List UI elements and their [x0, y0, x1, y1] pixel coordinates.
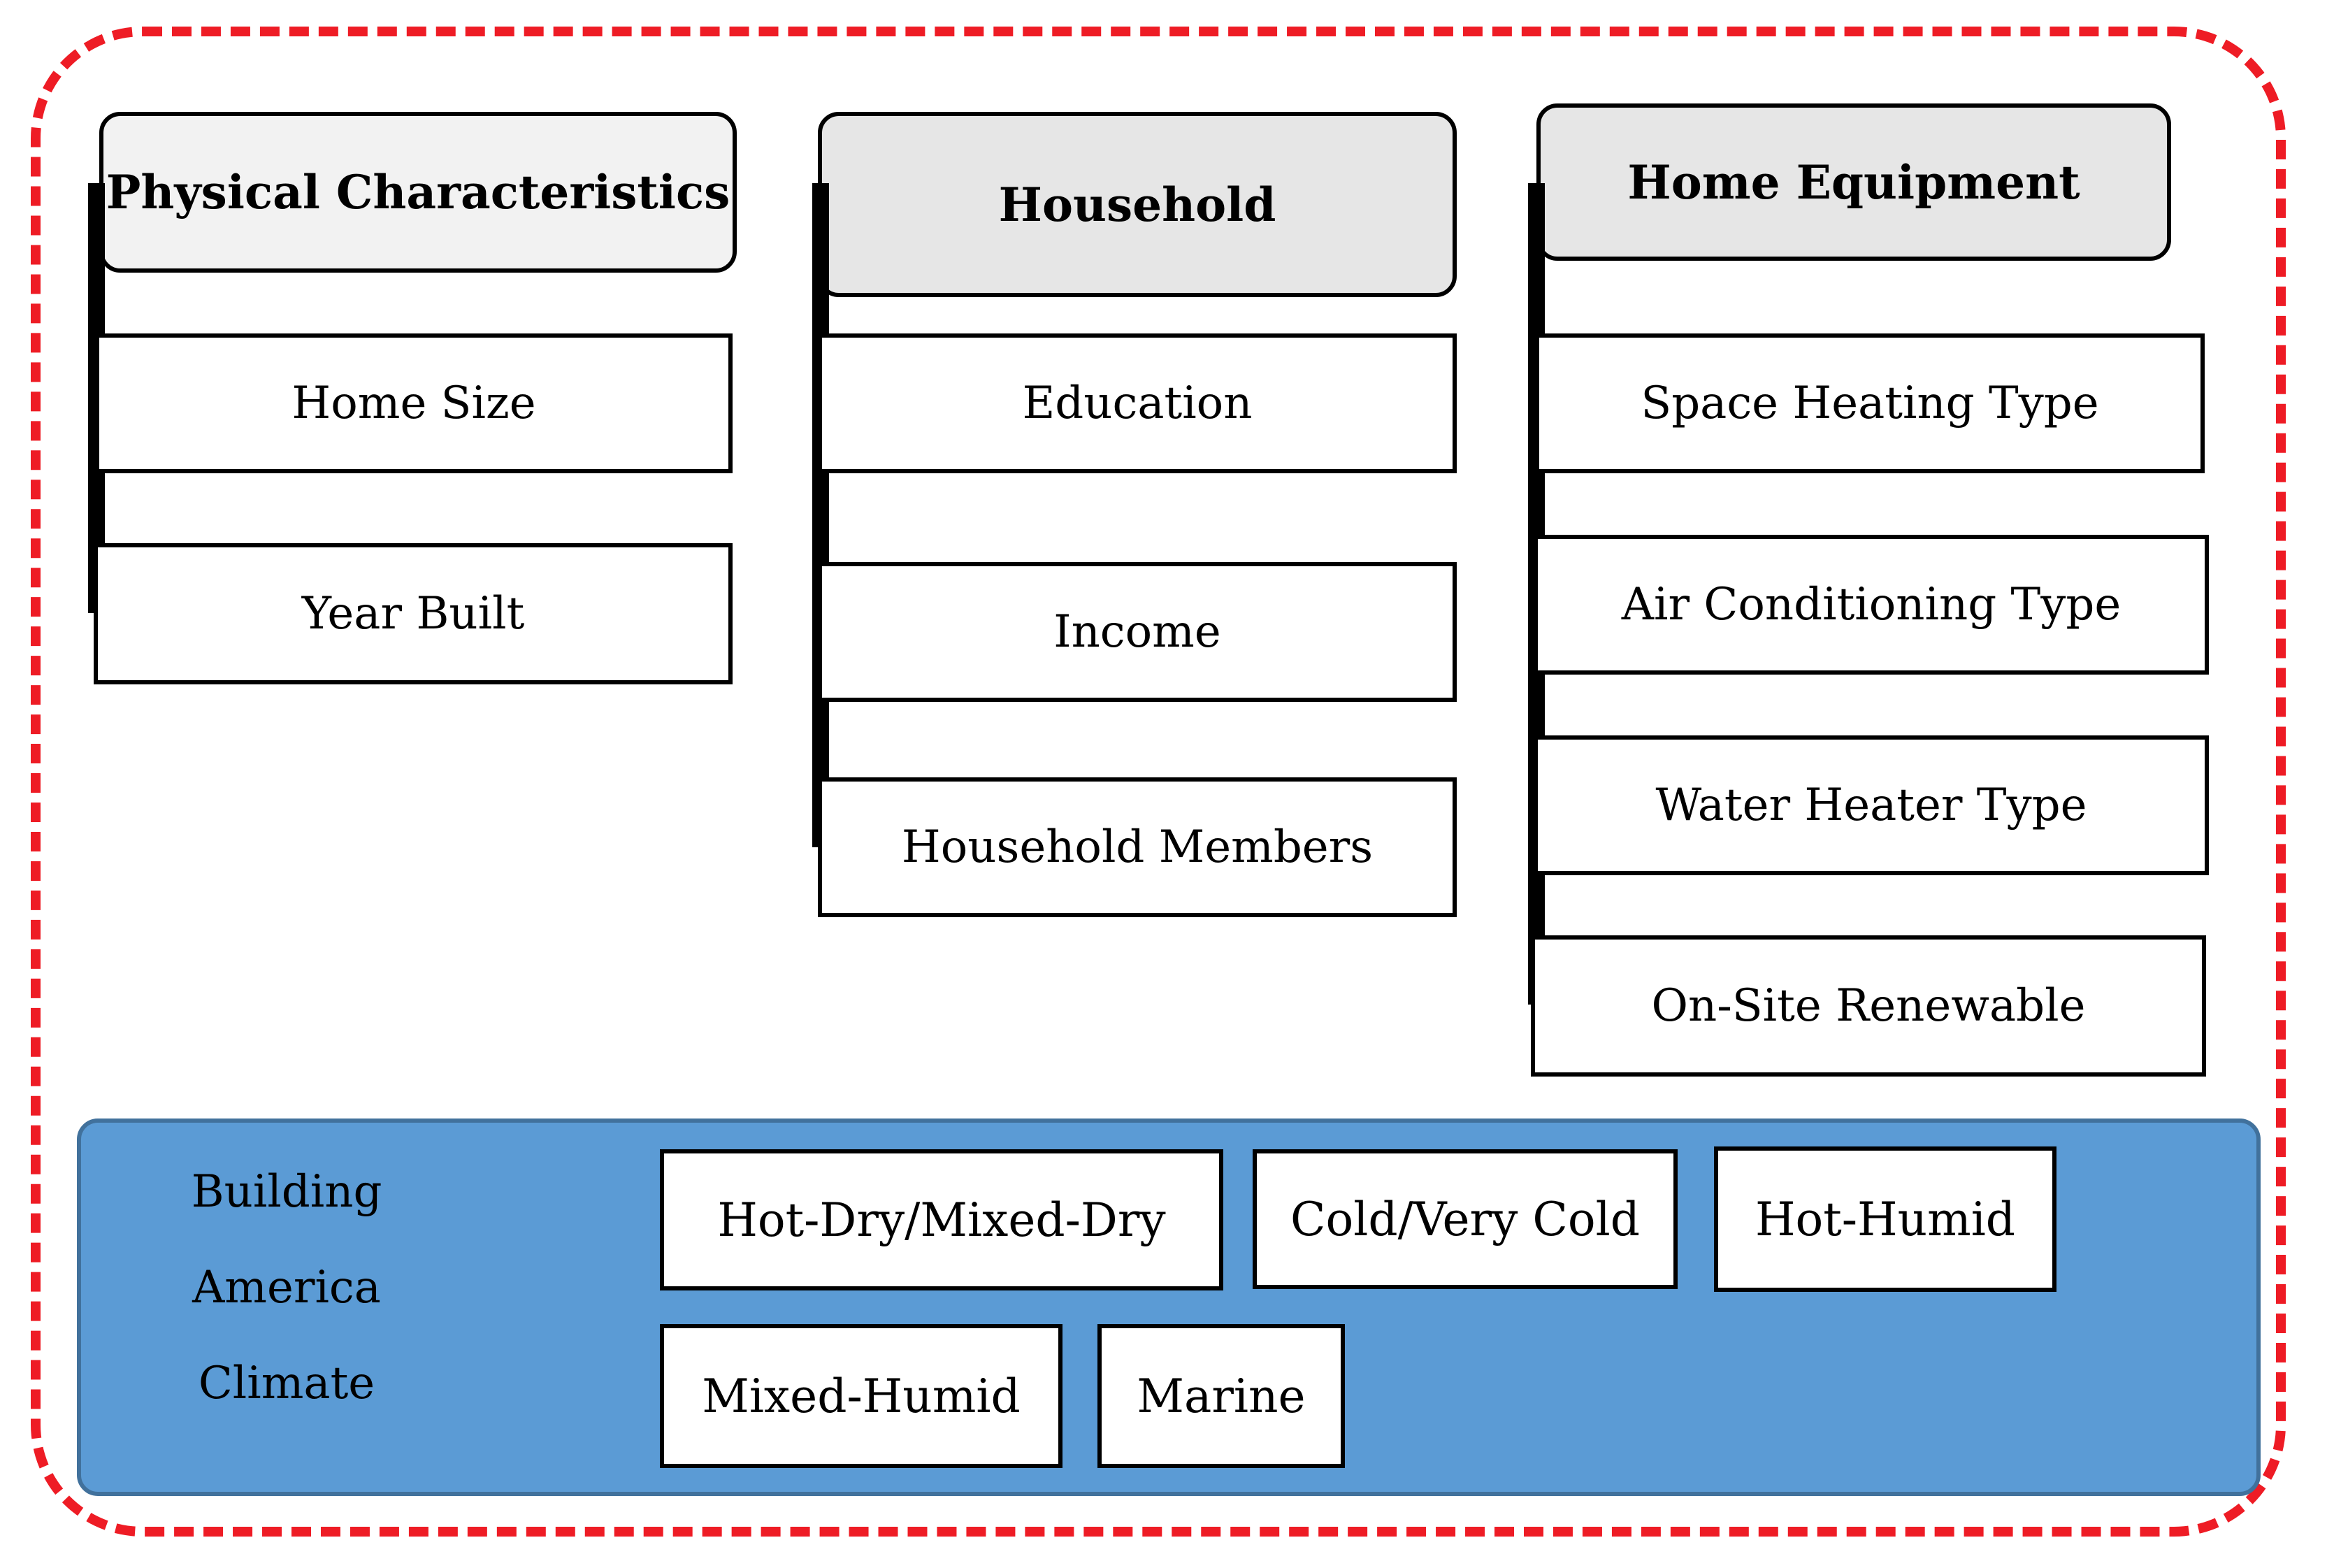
- climate-zone-hot-humid: Hot-Humid: [1714, 1146, 2056, 1292]
- climate-zone-cold-very-cold: Cold/Very Cold: [1253, 1149, 1678, 1289]
- climate-label-america: America: [192, 1262, 381, 1314]
- item-year-built-label: Year Built: [301, 588, 525, 640]
- dashed-red-frame: [31, 27, 2286, 1537]
- item-education-label: Education: [1022, 377, 1253, 429]
- item-home-size: Home Size: [95, 333, 733, 473]
- item-air-conditioning-type: Air Conditioning Type: [1534, 535, 2209, 675]
- item-on-site-renewable-label: On-Site Renewable: [1651, 980, 2086, 1032]
- item-household-members-label: Household Members: [901, 821, 1374, 873]
- climate-label-building: Building: [191, 1166, 382, 1218]
- climate-zone-cold-very-cold-label: Cold/Very Cold: [1290, 1192, 1640, 1246]
- climate-zone-hot-humid-label: Hot-Humid: [1755, 1192, 2016, 1246]
- climate-zone-marine-label: Marine: [1137, 1369, 1306, 1423]
- climate-zone-hot-dry-mixed-dry-label: Hot-Dry/Mixed-Dry: [717, 1193, 1166, 1247]
- item-home-size-label: Home Size: [291, 377, 536, 429]
- spine-household: [812, 183, 829, 847]
- header-home-equipment-label: Home Equipment: [1627, 154, 2080, 210]
- item-air-conditioning-type-label: Air Conditioning Type: [1621, 579, 2122, 631]
- header-household-label: Household: [998, 177, 1276, 232]
- item-space-heating-type-label: Space Heating Type: [1641, 377, 2099, 429]
- item-education: Education: [818, 333, 1457, 473]
- climate-zone-marine: Marine: [1097, 1324, 1345, 1468]
- header-physical-characteristics: Physical Characteristics: [99, 112, 737, 273]
- item-space-heating-type: Space Heating Type: [1535, 333, 2205, 473]
- item-year-built: Year Built: [94, 543, 733, 684]
- header-physical-characteristics-label: Physical Characteristics: [106, 165, 730, 220]
- item-on-site-renewable: On-Site Renewable: [1531, 935, 2206, 1077]
- item-water-heater-type-label: Water Heater Type: [1655, 779, 2087, 831]
- climate-label-climate: Climate: [198, 1358, 375, 1409]
- climate-zone-mixed-humid: Mixed-Humid: [660, 1324, 1062, 1468]
- climate-zone-mixed-humid-label: Mixed-Humid: [702, 1369, 1021, 1423]
- item-household-members: Household Members: [818, 777, 1457, 917]
- item-income: Income: [818, 562, 1457, 702]
- item-income-label: Income: [1053, 606, 1221, 658]
- item-water-heater-type: Water Heater Type: [1534, 735, 2209, 875]
- climate-zone-hot-dry-mixed-dry: Hot-Dry/Mixed-Dry: [660, 1149, 1223, 1290]
- header-household: Household: [818, 112, 1457, 297]
- header-home-equipment: Home Equipment: [1536, 103, 2171, 261]
